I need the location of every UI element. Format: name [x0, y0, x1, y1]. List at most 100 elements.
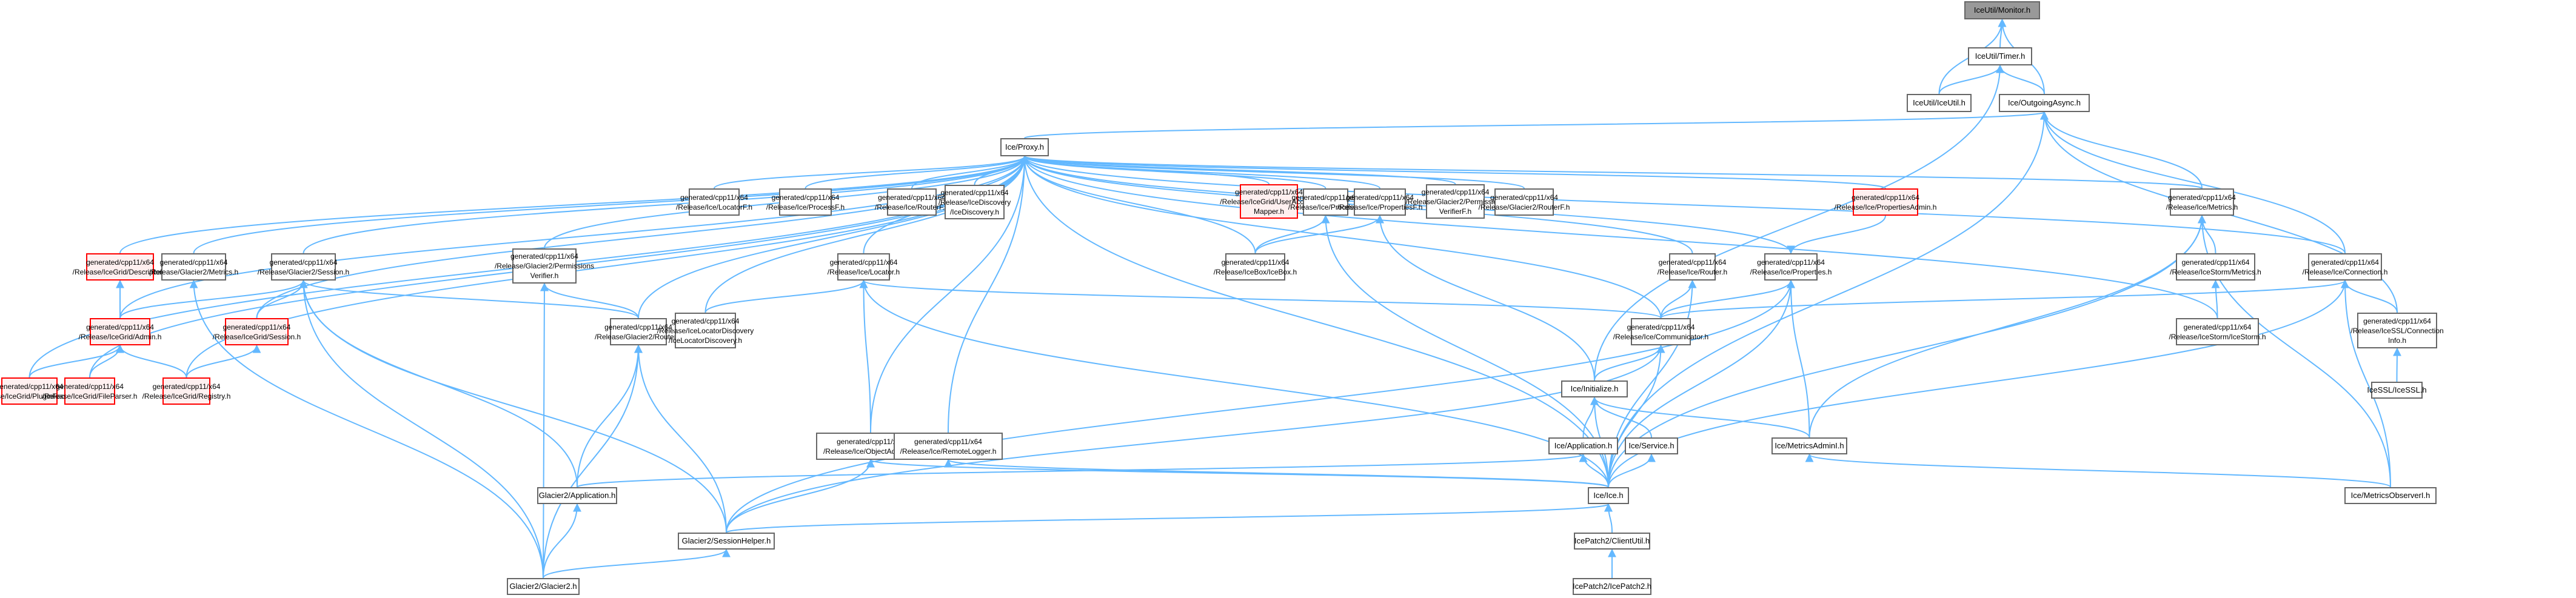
graph-node-label: generated/cpp11/x64 /Release/IceGrid/Plu… — [0, 382, 83, 400]
graph-node-label: IcePatch2/ClientUtil.h — [1574, 536, 1650, 545]
graph-node-label: generated/cpp11/x64 /Release/Ice/Process… — [1288, 193, 1363, 211]
edge-connection-to-outgoingasync — [2040, 111, 2346, 254]
graph-node-g2routerf[interactable]: generated/cpp11/x64 /Release/Glacier2/Ro… — [1479, 188, 1570, 216]
graph-node-metricsobserveri[interactable]: Ice/MetricsObserverI.h — [2344, 487, 2437, 504]
graph-node-iceh[interactable]: Ice/Ice.h — [1588, 487, 1629, 504]
graph-node-connection[interactable]: generated/cpp11/x64 /Release/Ice/Connect… — [2303, 253, 2387, 281]
graph-node-label: generated/cpp11/x64 /Release/Glacier2/Pe… — [1405, 187, 1505, 216]
edge-icessl-to-sslconninfo — [2392, 347, 2401, 382]
edge-sessionhelper-to-properties — [726, 279, 1795, 533]
edge-iceh-to-service — [1608, 453, 1656, 488]
graph-node-label: generated/cpp11/x64 /Release/IceGrid/Fil… — [42, 382, 138, 400]
graph-node-permverifier[interactable]: generated/cpp11/x64 /Release/Glacier2/Pe… — [495, 248, 594, 284]
graph-node-label: IceUtil/Monitor.h — [1973, 5, 2031, 15]
graph-node-label: generated/cpp11/x64 /Release/Glacier2/Me… — [149, 257, 239, 276]
edge-admin-to-g2session — [119, 279, 308, 319]
graph-node-label: generated/cpp11/x64 /Release/Ice/Router.… — [1657, 257, 1728, 276]
edge-iceh-to-outgoingasync — [1608, 111, 2049, 488]
graph-node-fileparser[interactable]: generated/cpp11/x64 /Release/IceGrid/Fil… — [42, 377, 137, 405]
edge-iceh-to-properties — [1608, 279, 1795, 488]
graph-node-label: generated/cpp11/x64 /Release/IceGrid/Use… — [1220, 187, 1318, 216]
graph-node-monitor: IceUtil/Monitor.h — [1964, 1, 2040, 19]
edge-sslconninfo-to-connection — [2341, 279, 2398, 313]
graph-node-g2router[interactable]: generated/cpp11/x64 /Release/Glacier2/Ro… — [595, 318, 682, 345]
graph-node-label: Ice/Initialize.h — [1570, 384, 1619, 393]
graph-node-label: Glacier2/SessionHelper.h — [681, 536, 771, 545]
graph-node-label: generated/cpp11/x64 /Release/IceDiscover… — [938, 188, 1011, 216]
edge-icebox-to-propertiesf — [1254, 214, 1384, 254]
graph-node-label: generated/cpp11/x64 /Release/Glacier2/Ro… — [594, 322, 683, 341]
graph-node-label: generated/cpp11/x64 /Release/IceSSL/Conn… — [2350, 316, 2444, 345]
graph-node-label: Ice/MetricsObserverI.h — [2350, 491, 2430, 500]
graph-node-permverifierf[interactable]: generated/cpp11/x64 /Release/Glacier2/Pe… — [1405, 184, 1505, 219]
graph-node-routerf[interactable]: generated/cpp11/x64 /Release/Ice/RouterF… — [875, 188, 949, 216]
edge-initialize-to-propertiesf — [1376, 214, 1595, 381]
graph-node-router[interactable]: generated/cpp11/x64 /Release/Ice/Router.… — [1658, 253, 1727, 281]
graph-node-label: generated/cpp11/x64 /Release/Ice/Locator… — [675, 193, 753, 211]
graph-node-timer[interactable]: IceUtil/Timer.h — [1968, 47, 2032, 65]
graph-node-sessionhelper[interactable]: Glacier2/SessionHelper.h — [678, 533, 775, 550]
edge-gridsession-to-proxy — [256, 155, 1029, 319]
graph-node-admin[interactable]: generated/cpp11/x64 /Release/IceGrid/Adm… — [79, 318, 161, 345]
graph-node-icestormmetrics[interactable]: generated/cpp11/x64 /Release/IceStorm/Me… — [2170, 253, 2261, 281]
graph-node-locatordiscovery[interactable]: generated/cpp11/x64 /Release/IceLocatorD… — [657, 313, 754, 348]
graph-node-label: generated/cpp11/x64 /Release/Ice/Connect… — [2302, 257, 2388, 276]
graph-node-gridsession[interactable]: generated/cpp11/x64 /Release/IceGrid/Ses… — [213, 318, 301, 345]
graph-node-icessl[interactable]: IceSSL/IceSSL.h — [2367, 382, 2427, 399]
graph-node-initialize[interactable]: Ice/Initialize.h — [1561, 380, 1628, 397]
graph-node-icestorm[interactable]: generated/cpp11/x64 /Release/IceStorm/Ic… — [2169, 318, 2266, 345]
edge-propertiesadmin-to-proxy — [1020, 155, 1886, 189]
edge-metricsadmini-to-metrics — [1808, 214, 2206, 438]
graph-node-metricsadmini[interactable]: Ice/MetricsAdminI.h — [1771, 437, 1847, 454]
graph-node-locator[interactable]: generated/cpp11/x64 /Release/Ice/Locator… — [828, 253, 900, 281]
graph-node-g2application[interactable]: Glacier2/Application.h — [537, 487, 617, 504]
graph-node-descriptor[interactable]: generated/cpp11/x64 /Release/IceGrid/Des… — [73, 253, 167, 281]
graph-node-propertiesf[interactable]: generated/cpp11/x64 /Release/Ice/Propert… — [1337, 188, 1422, 216]
graph-node-icepatch2[interactable]: IcePatch2/IcePatch2.h — [1573, 578, 1651, 595]
graph-node-label: IceUtil/Timer.h — [1975, 51, 2026, 61]
edge-sessionhelper-to-iceh — [726, 503, 1613, 533]
graph-node-label: generated/cpp11/x64 /Release/Ice/Propert… — [1834, 193, 1937, 211]
graph-node-processf[interactable]: generated/cpp11/x64 /Release/Ice/Process… — [766, 188, 845, 216]
edge-sessionhelper-to-g2router — [634, 344, 727, 533]
edge-metricsadmini-to-properties — [1787, 279, 1810, 438]
graph-node-g2session[interactable]: generated/cpp11/x64 /Release/Glacier2/Se… — [258, 253, 349, 281]
edge-g2metrics-to-proxy — [193, 155, 1029, 254]
graph-node-service[interactable]: Ice/Service.h — [1625, 437, 1678, 454]
edge-iceh-to-remotelogger — [944, 459, 1609, 488]
graph-node-g2metrics[interactable]: generated/cpp11/x64 /Release/Glacier2/Me… — [149, 253, 238, 281]
graph-node-useraccountmapper[interactable]: generated/cpp11/x64 /Release/IceGrid/Use… — [1220, 184, 1318, 219]
graph-node-metrics[interactable]: generated/cpp11/x64 /Release/Ice/Metrics… — [2166, 188, 2238, 216]
graph-node-proxy[interactable]: Ice/Proxy.h — [1000, 138, 1049, 156]
graph-node-label: generated/cpp11/x64 /Release/Ice/RouterF… — [874, 193, 949, 211]
edge-processf-to-proxy — [805, 155, 1029, 189]
graph-node-glacier2[interactable]: Glacier2/Glacier2.h — [507, 578, 580, 595]
graph-node-label: generated/cpp11/x64 /Release/Ice/Process… — [766, 193, 845, 211]
graph-node-label: generated/cpp11/x64 /Release/Ice/RemoteL… — [900, 437, 997, 456]
graph-node-process[interactable]: generated/cpp11/x64 /Release/Ice/Process… — [1288, 188, 1363, 216]
graph-node-pluginfacade[interactable]: generated/cpp11/x64 /Release/IceGrid/Plu… — [0, 377, 83, 405]
graph-node-label: IcePatch2/IcePatch2.h — [1572, 582, 1652, 591]
graph-node-iceutil[interactable]: IceUtil/IceUtil.h — [1907, 94, 1972, 112]
graph-node-clientutil[interactable]: IcePatch2/ClientUtil.h — [1574, 533, 1650, 550]
graph-node-application[interactable]: Ice/Application.h — [1548, 437, 1618, 454]
graph-node-propertiesadmin[interactable]: generated/cpp11/x64 /Release/Ice/Propert… — [1835, 188, 1936, 216]
graph-node-communicator[interactable]: generated/cpp11/x64 /Release/Ice/Communi… — [1613, 318, 1708, 345]
graph-node-registry[interactable]: generated/cpp11/x64 /Release/IceGrid/Reg… — [142, 377, 230, 405]
graph-node-locatorf[interactable]: generated/cpp11/x64 /Release/Ice/Locator… — [676, 188, 752, 216]
edge-g2application-to-application — [577, 453, 1587, 488]
edge-glacier2-to-permverifier — [540, 282, 549, 579]
edge-metricsobserveri-to-connection — [2341, 279, 2391, 488]
graph-node-icediscovery[interactable]: generated/cpp11/x64 /Release/IceDiscover… — [938, 185, 1011, 219]
graph-node-remotelogger[interactable]: generated/cpp11/x64 /Release/Ice/RemoteL… — [894, 433, 1003, 460]
graph-node-icebox[interactable]: generated/cpp11/x64 /Release/IceBox/IceB… — [1214, 253, 1297, 281]
graph-node-label: Glacier2/Glacier2.h — [509, 582, 577, 591]
graph-node-label: generated/cpp11/x64 /Release/Ice/Propert… — [1337, 193, 1423, 211]
edge-glacier2-to-g2application — [543, 503, 581, 579]
graph-node-sslconninfo[interactable]: generated/cpp11/x64 /Release/IceSSL/Conn… — [2350, 313, 2444, 348]
edge-registry-to-gridsession — [186, 344, 261, 378]
graph-node-outgoingasync[interactable]: Ice/OutgoingAsync.h — [1999, 94, 2090, 112]
graph-node-properties[interactable]: generated/cpp11/x64 /Release/Ice/Propert… — [1750, 253, 1832, 281]
graph-node-label: generated/cpp11/x64 /Release/Glacier2/Ro… — [1478, 193, 1570, 211]
